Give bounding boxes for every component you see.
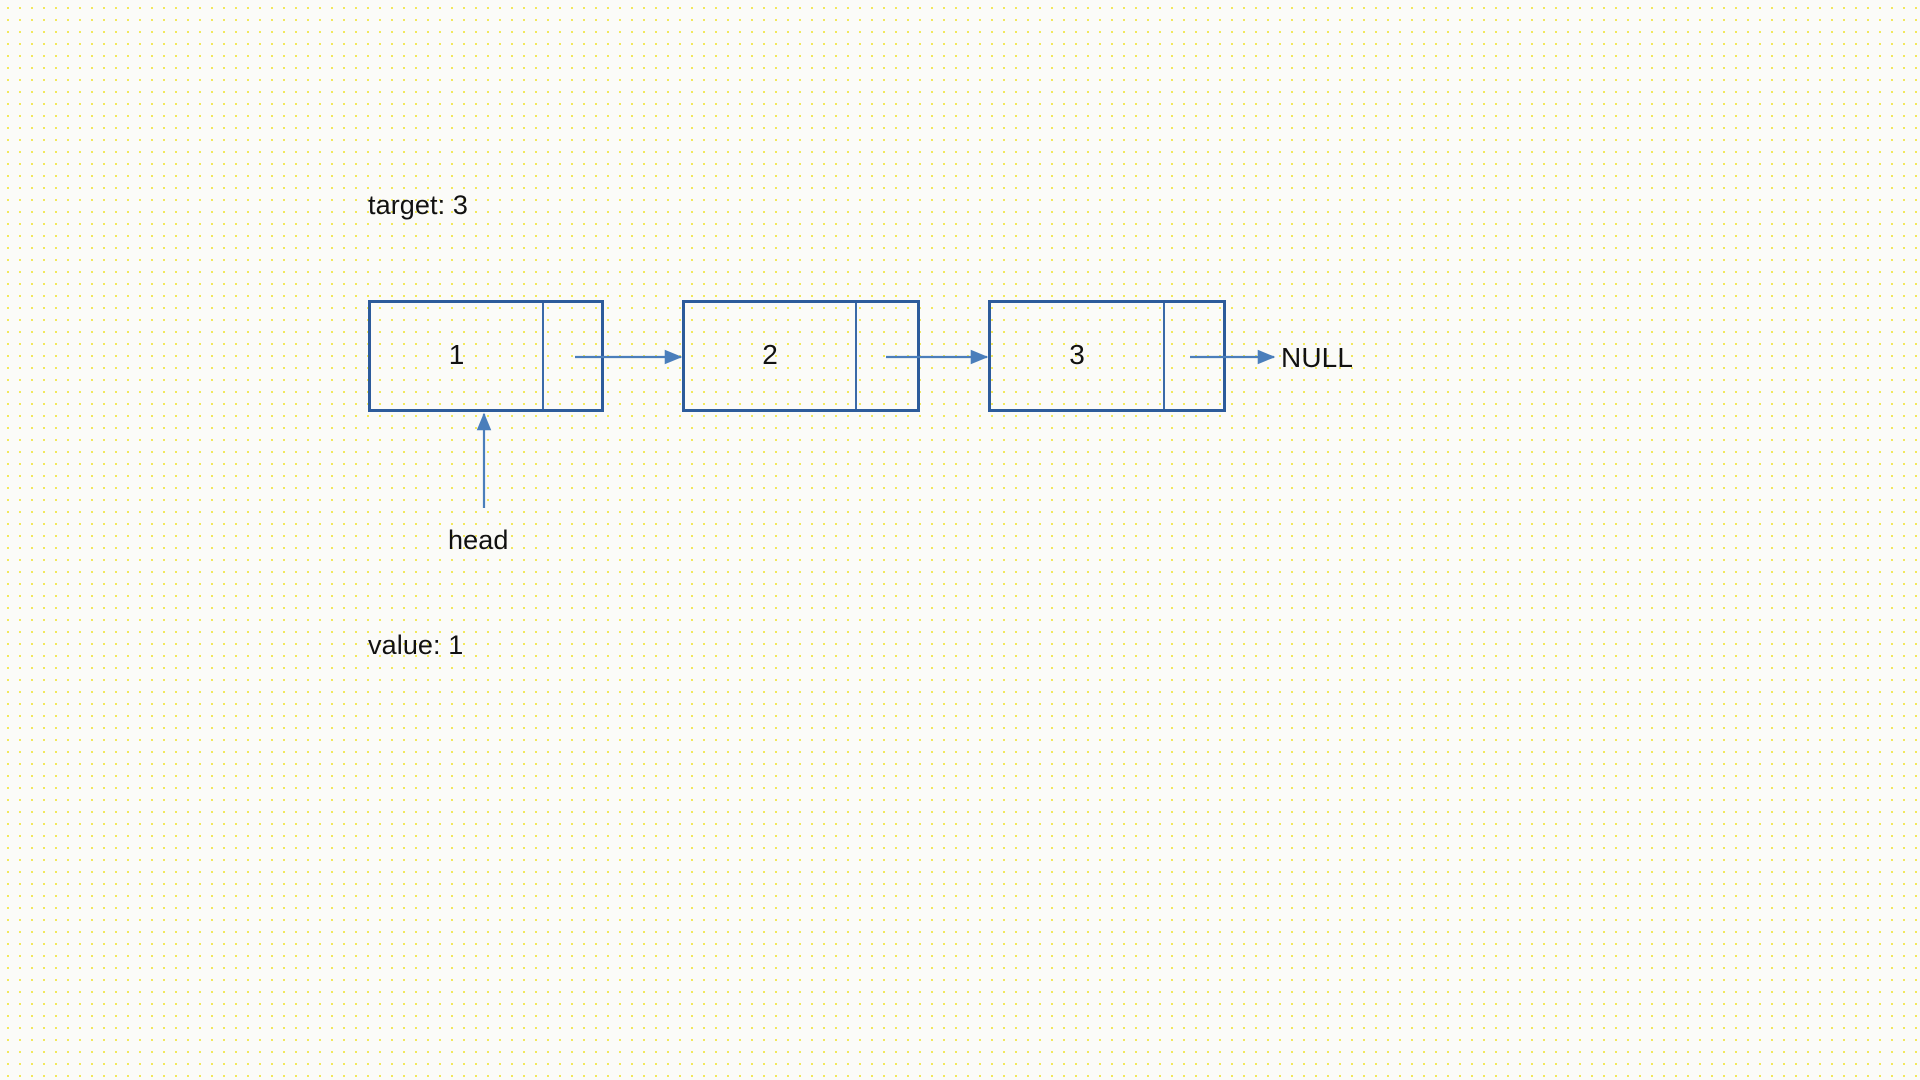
node-2-value-cell: 2: [685, 303, 855, 409]
node-3-cell-divider: [1163, 303, 1165, 409]
target-label: target: 3: [368, 190, 468, 220]
node-1-value: 1: [448, 339, 465, 370]
node-1-cell-divider: [542, 303, 544, 409]
node-3-value-cell: 3: [991, 303, 1163, 409]
value-label: value: 1: [368, 630, 464, 660]
node-1-value-cell: 1: [371, 303, 542, 409]
node-3-value: 3: [1069, 339, 1085, 370]
node-2-cell-divider: [855, 303, 857, 409]
list-node-1: 1: [368, 300, 604, 412]
list-node-3: 3: [988, 300, 1226, 412]
list-node-2: 2: [682, 300, 920, 412]
null-terminator-label: NULL: [1281, 342, 1353, 373]
head-pointer-label: head: [448, 525, 509, 555]
node-2-value: 2: [762, 339, 778, 370]
